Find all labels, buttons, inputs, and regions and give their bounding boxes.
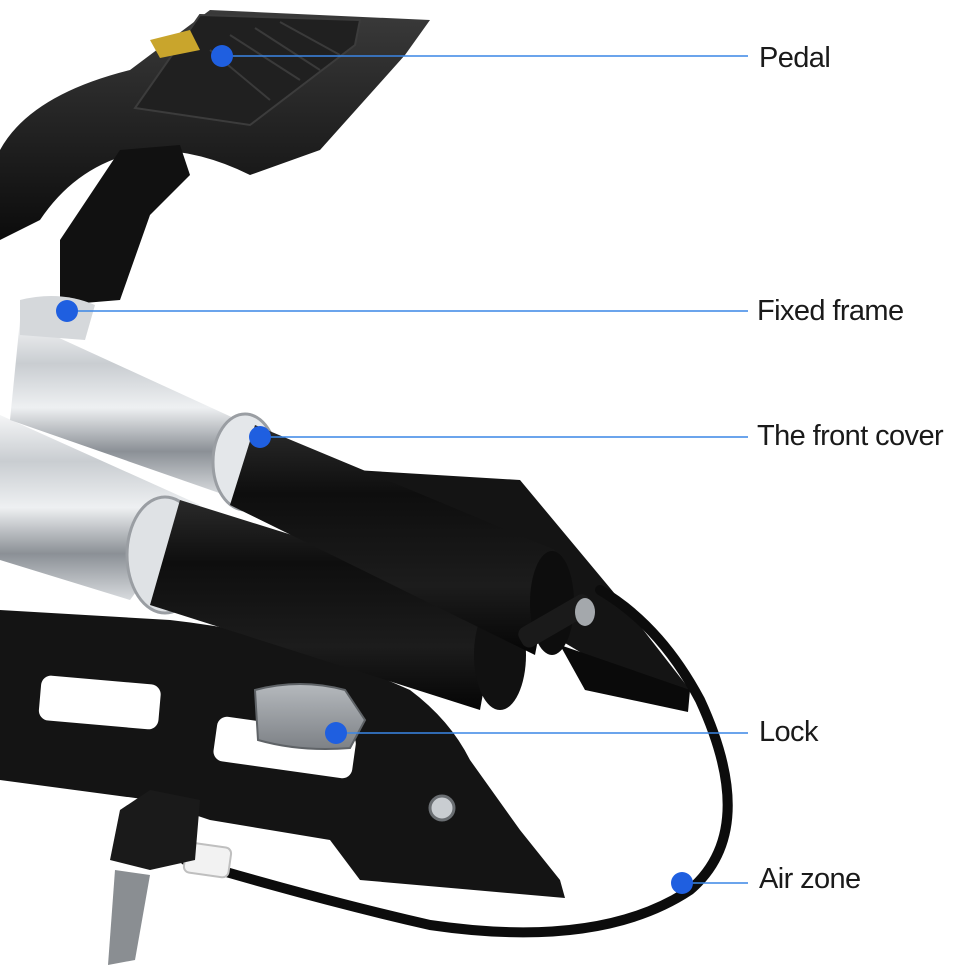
callout-label-air-zone: Air zone [759,863,861,895]
callout-label-pedal: Pedal [759,42,831,74]
pedal-assembly [0,10,430,305]
pedal-marker [211,45,233,67]
callout-label-lock: Lock [759,716,818,748]
lock-knob [253,683,367,750]
connector-rod [518,594,595,648]
fixed-frame-marker [56,300,78,322]
leader-lines [67,55,748,884]
callout-label-front-cover: The front cover [757,420,944,452]
callout-label-fixed-frame: Fixed frame [757,295,904,327]
air-zone-marker [671,872,693,894]
lock-marker [325,722,347,744]
callout-markers [56,45,693,894]
valve-head [108,790,200,965]
front-cover-marker [249,426,271,448]
side-frame-plate [0,610,565,898]
